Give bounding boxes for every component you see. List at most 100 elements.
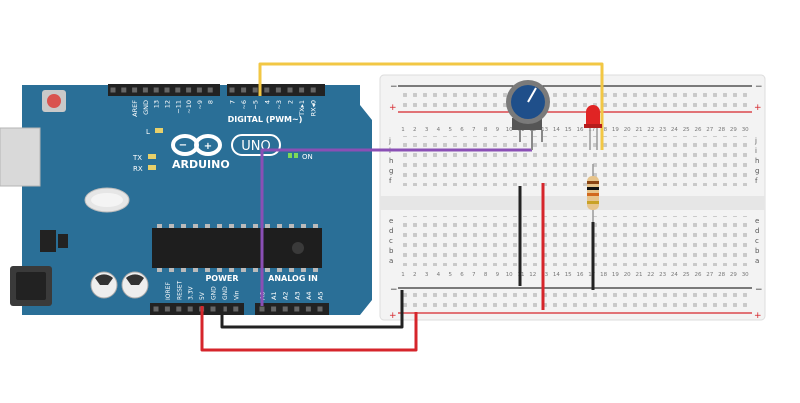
column-number: 27 — [706, 272, 713, 278]
column-number: 13 — [541, 127, 548, 133]
chip-pin — [265, 224, 270, 228]
bottom-power-rail: − + − + — [389, 285, 763, 321]
row-letter: j — [754, 137, 757, 145]
board-pcb — [22, 85, 372, 315]
digital-pin-label: 13 — [153, 100, 161, 108]
column-number: 14 — [553, 272, 560, 278]
header-pin-hole[interactable] — [299, 87, 305, 93]
digital-pin-label: RX◂0 — [310, 100, 318, 116]
header-pin-hole[interactable] — [305, 306, 311, 312]
digital-header-label: DIGITAL (PWM~) — [228, 115, 303, 124]
column-number: 21 — [636, 127, 643, 133]
chip-pin — [205, 224, 210, 228]
header-pin-hole[interactable] — [282, 306, 288, 312]
header-pin-hole[interactable] — [259, 306, 265, 312]
wire-black-gnd[interactable] — [220, 290, 404, 329]
column-number: 27 — [706, 127, 713, 133]
column-number: 16 — [577, 127, 584, 133]
header-pin-hole[interactable] — [221, 306, 227, 312]
column-number: 15 — [565, 127, 572, 133]
column-number: 15 — [565, 272, 572, 278]
chip-pin — [241, 224, 246, 228]
chip-pin — [217, 268, 222, 272]
chip-pin — [193, 224, 198, 228]
column-number: 2 — [413, 127, 417, 133]
header-pin-hole[interactable] — [233, 306, 239, 312]
header-pin-hole[interactable] — [186, 87, 192, 93]
uno-badge-frame — [231, 134, 281, 156]
header-pin-hole[interactable] — [229, 87, 235, 93]
rail-minus-label: − — [390, 285, 398, 295]
rail-holes — [398, 291, 752, 301]
header-pin-hole[interactable] — [142, 87, 148, 93]
chip-pin — [205, 268, 210, 272]
logo-plus-icon: + — [204, 141, 212, 152]
chip-pin — [229, 268, 234, 272]
header-pin-hole[interactable] — [317, 306, 323, 312]
column-number: 30 — [742, 272, 749, 278]
header-pin-hole[interactable] — [264, 87, 270, 93]
terminal-strip-bottom — [398, 216, 752, 266]
led-l — [155, 128, 163, 133]
header-pin-hole[interactable] — [176, 306, 182, 312]
wire-red-5v[interactable] — [200, 306, 418, 352]
header-pin-hole[interactable] — [210, 306, 216, 312]
header-pin-hole[interactable] — [153, 306, 159, 312]
wire-yellow[interactable] — [258, 62, 604, 150]
column-number: 19 — [612, 272, 619, 278]
digital-pin-label: 7 — [229, 100, 237, 104]
reset-button[interactable] — [47, 94, 61, 108]
header-pin-hole[interactable] — [275, 87, 281, 93]
header-pin-hole[interactable] — [164, 306, 170, 312]
header-pin-hole[interactable] — [110, 87, 116, 93]
power-jack-socket — [16, 272, 46, 300]
digital-pin-label: 4 — [263, 100, 271, 104]
chip-pin — [181, 268, 186, 272]
header-pin-hole[interactable] — [121, 87, 127, 93]
column-number: 5 — [448, 272, 452, 278]
column-number: 2 — [413, 272, 417, 278]
header-pin-hole[interactable] — [310, 87, 316, 93]
power-pin-label: IOREF — [165, 282, 172, 300]
column-number: 7 — [472, 127, 476, 133]
header-pin-hole[interactable] — [164, 87, 170, 93]
column-number: 26 — [695, 272, 702, 278]
arduino-logo: − + — [171, 134, 222, 156]
header-pin-hole[interactable] — [271, 306, 277, 312]
header-pin-hole[interactable] — [153, 87, 159, 93]
column-number: 17 — [588, 127, 595, 133]
column-number: 25 — [683, 127, 690, 133]
resistor-band — [587, 193, 599, 196]
column-number: 29 — [730, 272, 737, 278]
column-number: 26 — [695, 127, 702, 133]
header-pin-hole[interactable] — [132, 87, 138, 93]
header-pin-hole[interactable] — [294, 306, 300, 312]
led-body — [586, 105, 600, 126]
wire-purple[interactable] — [260, 148, 532, 306]
row-letter: e — [755, 217, 759, 225]
column-number: 3 — [425, 127, 429, 133]
on-led — [294, 153, 298, 158]
header-pin-hole[interactable] — [187, 306, 193, 312]
digital-pin-label: 12 — [164, 100, 172, 108]
analog-pin-label: A2 — [282, 291, 290, 300]
header-pin-hole[interactable] — [175, 87, 181, 93]
led-tx — [148, 154, 156, 159]
resistor[interactable] — [587, 164, 599, 222]
row-letter: h — [755, 157, 759, 165]
on-label: ON — [302, 153, 313, 161]
led[interactable] — [584, 105, 602, 150]
potentiometer[interactable] — [506, 80, 550, 150]
header-pin-hole[interactable] — [196, 87, 202, 93]
header-block — [255, 303, 329, 315]
header-pin-hole[interactable] — [287, 87, 293, 93]
header-pin-hole[interactable] — [241, 87, 247, 93]
led-tx-label: TX — [132, 154, 142, 162]
header-pin-hole[interactable] — [207, 87, 213, 93]
header-pin-hole[interactable] — [252, 87, 258, 93]
row-letter: d — [755, 227, 759, 235]
top-power-rail: − + − + — [389, 82, 763, 113]
